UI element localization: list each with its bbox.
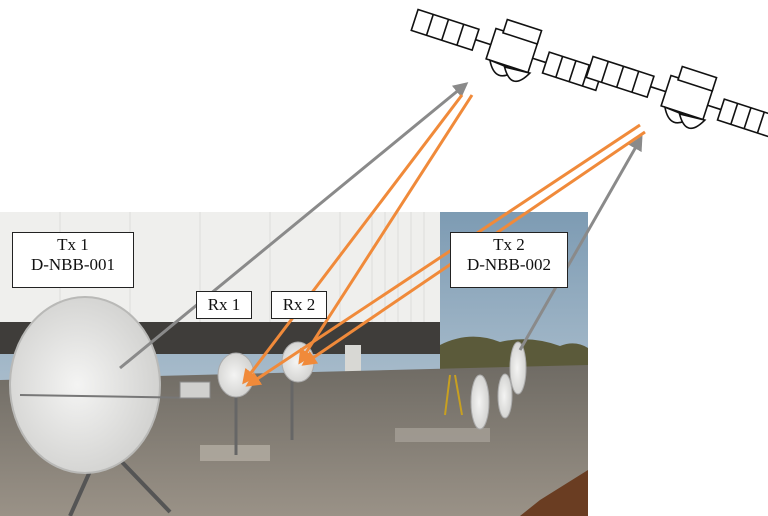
downlink-sat1-rx2 bbox=[298, 94, 474, 365]
downlink-sat2-rx1 bbox=[245, 123, 641, 387]
roof-edge bbox=[520, 470, 588, 516]
tx2-label: Tx 2 D-NBB-002 bbox=[450, 232, 568, 288]
tx2-dish bbox=[444, 341, 527, 430]
tx1-label-line2: D-NBB-001 bbox=[30, 254, 116, 274]
rx2-label: Rx 2 bbox=[271, 291, 327, 319]
satellite-1-icon bbox=[410, 8, 604, 92]
rx1-label-text: Rx 1 bbox=[207, 295, 241, 314]
downlink-sat1-rx1 bbox=[242, 94, 464, 385]
uplink-arrows bbox=[119, 82, 643, 370]
tx2-label-line2: D-NBB-002 bbox=[466, 254, 552, 274]
rx1-label: Rx 1 bbox=[196, 291, 252, 319]
tx2-label-line1: Tx 2 bbox=[493, 235, 525, 254]
tx1-label: Tx 1 D-NBB-001 bbox=[12, 232, 134, 288]
tx1-label-line1: Tx 1 bbox=[57, 235, 89, 254]
rx2-label-text: Rx 2 bbox=[282, 295, 316, 314]
uplink-tx2 bbox=[518, 135, 643, 351]
tx1-dish bbox=[9, 296, 211, 516]
uplink-tx1 bbox=[119, 82, 469, 370]
satellite-2-icon bbox=[585, 55, 768, 139]
